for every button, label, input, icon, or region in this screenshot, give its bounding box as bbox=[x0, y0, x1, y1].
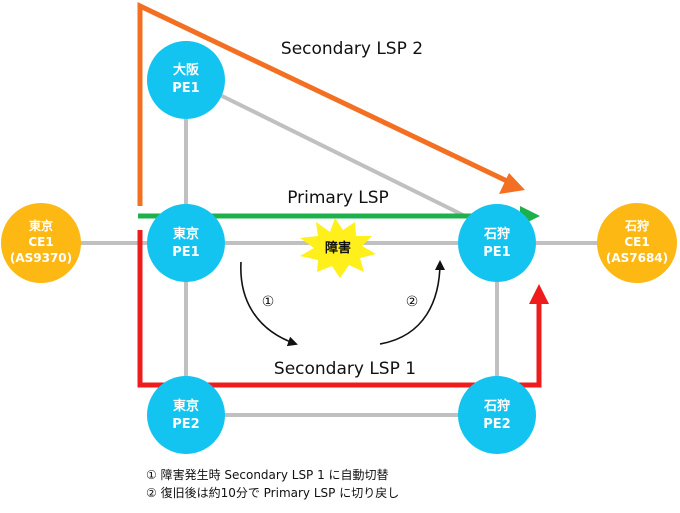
node-tokyo-pe1-circle bbox=[147, 204, 225, 282]
node-ishikari-pe2: 石狩 PE2 bbox=[458, 376, 536, 454]
node-osaka-pe1-name: 大阪 bbox=[173, 62, 200, 78]
node-tokyo-pe2: 東京 PE2 bbox=[147, 376, 225, 454]
node-tokyo-ce1-as: (AS9370) bbox=[10, 251, 72, 265]
failure-label: 障害 bbox=[325, 240, 351, 256]
secondary-lsp-1-arrowhead bbox=[529, 284, 549, 304]
node-tokyo-ce1-circle bbox=[1, 203, 81, 283]
node-ishikari-pe2-name: 石狩 bbox=[483, 398, 510, 414]
node-tokyo-ce1-name: 東京 bbox=[29, 218, 53, 233]
node-ishikari-pe1-name: 石狩 bbox=[483, 226, 510, 242]
switchover-arrow-1 bbox=[240, 261, 298, 347]
node-ishikari-ce1: 石狩 CE1 (AS7684) bbox=[597, 203, 677, 283]
node-ishikari-pe2-id: PE2 bbox=[483, 417, 510, 432]
failure-burst-shape bbox=[300, 218, 376, 278]
node-tokyo-ce1-id: CE1 bbox=[28, 235, 53, 249]
switchover-arrow-2 bbox=[379, 260, 445, 345]
note-step-2: ② 復旧後は約10分で Primary LSP に切り戻し bbox=[146, 486, 400, 500]
node-ishikari-ce1-circle bbox=[597, 203, 677, 283]
notes: ① 障害発生時 Secondary LSP 1 に自動切替 ② 復旧後は約10分… bbox=[146, 466, 399, 502]
node-osaka-pe1-circle bbox=[147, 41, 225, 119]
node-ishikari-ce1-as: (AS7684) bbox=[606, 251, 668, 265]
node-tokyo-pe2-circle bbox=[147, 376, 225, 454]
node-tokyo-ce1: 東京 CE1 (AS9370) bbox=[1, 203, 81, 283]
node-tokyo-pe1-id: PE1 bbox=[172, 245, 199, 260]
node-ishikari-pe1-circle bbox=[458, 204, 536, 282]
node-ishikari-ce1-name: 石狩 bbox=[624, 218, 649, 233]
node-osaka-pe1: 大阪 PE1 bbox=[147, 41, 225, 119]
node-tokyo-pe2-name: 東京 bbox=[173, 398, 199, 414]
node-tokyo-pe1: 東京 PE1 bbox=[147, 204, 225, 282]
secondary-lsp-1-path bbox=[137, 230, 549, 388]
note-step-1: ① 障害発生時 Secondary LSP 1 に自動切替 bbox=[146, 468, 389, 482]
physical-links bbox=[78, 93, 600, 417]
secondary-lsp-1-label: Secondary LSP 1 bbox=[274, 359, 416, 379]
secondary-lsp-2-arrowhead bbox=[499, 173, 525, 194]
step-1-marker: ① bbox=[262, 294, 275, 310]
step-2-marker: ② bbox=[406, 294, 419, 310]
node-ishikari-pe1: 石狩 PE1 bbox=[458, 204, 536, 282]
node-ishikari-ce1-id: CE1 bbox=[624, 235, 649, 249]
node-ishikari-pe1-id: PE1 bbox=[483, 245, 510, 260]
primary-lsp-label: Primary LSP bbox=[287, 188, 389, 208]
node-tokyo-pe1-name: 東京 bbox=[173, 226, 199, 242]
failure-burst: 障害 bbox=[300, 218, 376, 278]
secondary-lsp-2-label: Secondary LSP 2 bbox=[281, 39, 423, 59]
node-ishikari-pe2-circle bbox=[458, 376, 536, 454]
node-tokyo-pe2-id: PE2 bbox=[172, 417, 199, 432]
link-osaka-pe1-ishikari-pe1 bbox=[219, 93, 466, 218]
secondary-lsp-2-path bbox=[137, 2, 525, 206]
node-osaka-pe1-id: PE1 bbox=[172, 81, 199, 96]
